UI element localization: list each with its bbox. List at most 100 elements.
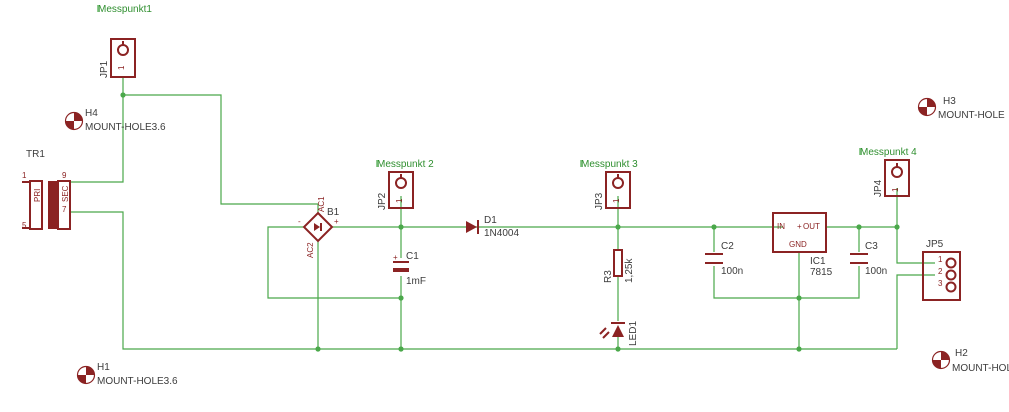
junction [398, 346, 404, 352]
c3-value: 100n [865, 266, 887, 277]
c2-capacitor[interactable]: C2 100n [705, 241, 743, 277]
h2-hole-quadrant-1 [941, 351, 950, 360]
wire-bridge-minus [267, 226, 401, 299]
h3-hole-quadrant-1 [927, 98, 936, 107]
jp5-pin1-circle [945, 257, 957, 269]
tr1-pin5: 5 [22, 221, 27, 230]
led1-triangle [612, 325, 624, 337]
ic1-in: IN [777, 222, 785, 231]
jp5-pin2-circle [945, 269, 957, 281]
tr1-core [48, 181, 57, 229]
jp5-body [922, 251, 961, 301]
jp1-pin-circle [117, 44, 129, 56]
junction [711, 224, 717, 230]
tr1-name: TR1 [26, 149, 45, 160]
d1-name: D1 [484, 215, 497, 226]
jp3-body [605, 171, 631, 209]
c1-value: 1mF [406, 276, 426, 287]
tr1-primary-coil [29, 180, 43, 230]
jp4-body [884, 159, 910, 197]
tr1-sec-label: SEC [61, 185, 70, 202]
wire-ground-rail [70, 211, 897, 350]
jp3-label: Messpunkt 3 [581, 159, 638, 170]
b1-minus: - [298, 217, 301, 226]
ic1-body [772, 212, 827, 253]
h4-name: H4 [85, 108, 98, 119]
c2-name: C2 [721, 241, 734, 252]
jp3-connector[interactable]: 1 JP3 Messpunkt 3 [580, 159, 638, 210]
jp1-connector[interactable]: 1 JP1 Messpunkt1 [97, 4, 152, 78]
b1-diode-symbol [314, 223, 320, 231]
jp5-pin3: 3 [938, 279, 943, 288]
junction [894, 224, 900, 230]
c1-capacitor[interactable]: + C1 1mF [393, 251, 426, 287]
jp5-connector[interactable]: 1 2 3 JP5 [922, 239, 961, 301]
c2-value: 100n [721, 266, 743, 277]
jp5-pin2: 2 [938, 267, 943, 276]
jp2-label: Messpunkt 2 [377, 159, 434, 170]
h4-mount-hole[interactable]: H4 MOUNT-HOLE3.6 [64, 108, 167, 133]
jp4-pin-circle [891, 166, 903, 178]
r3-value: 1,25k [624, 258, 635, 283]
h1-name: H1 [97, 362, 110, 373]
led1-ray-2 [602, 331, 610, 339]
r3-name: R3 [603, 270, 614, 283]
ic1-regulator[interactable]: IN + OUT GND IC1 7815 [772, 212, 833, 278]
jp1-body [110, 38, 136, 78]
h3-value: MOUNT-HOLE [938, 110, 1005, 121]
jp3-pin-circle [612, 177, 624, 189]
jp5-name: JP5 [926, 239, 944, 250]
b1-plus: + [334, 217, 339, 226]
h1-hole-quadrant-2 [77, 375, 86, 384]
h2-mount-hole[interactable]: H2 MOUNT-HOL [931, 348, 1009, 374]
junction [315, 346, 321, 352]
jp4-connector[interactable]: 1 JP4 Messpunkt 4 [859, 147, 917, 197]
jp2-connector[interactable]: 1 JP2 Messpunkt 2 [376, 159, 434, 210]
tr1-transformer[interactable]: 1 5 9 7 PRI SEC TR1 [22, 149, 71, 230]
tr1-pin7: 7 [62, 205, 67, 214]
junction [398, 295, 404, 301]
h3-mount-hole[interactable]: H3 MOUNT-HOLE [917, 96, 1006, 121]
jp2-pin-number: 1 [395, 198, 404, 203]
c3-name: C3 [865, 241, 878, 252]
jp4-name: JP4 [873, 179, 884, 197]
ic1-gnd: GND [789, 240, 807, 249]
junction [120, 92, 126, 98]
jp2-body [388, 171, 414, 209]
wire-jp5-pin2 [896, 274, 935, 349]
jp3-pin-number: 1 [612, 198, 621, 203]
r3-body [613, 249, 623, 277]
r3-resistor[interactable]: R3 1,25k [603, 249, 635, 283]
wires [70, 77, 935, 350]
jp1-pin-number: 1 [117, 65, 126, 70]
junction [796, 295, 802, 301]
h4-hole-quadrant-2 [65, 121, 74, 130]
h1-mount-hole[interactable]: H1 MOUNT-HOLE3.6 [76, 362, 179, 387]
junction [615, 346, 621, 352]
wire-c2-c3-bottom [713, 266, 860, 299]
jp2-pin-circle [395, 177, 407, 189]
junction [615, 224, 621, 230]
h2-name: H2 [955, 348, 968, 359]
d1-diode[interactable]: D1 1N4004 [466, 215, 519, 239]
jp5-pin3-circle [945, 281, 957, 293]
tr1-secondary-coil [57, 180, 71, 230]
tr1-pin1: 1 [22, 171, 27, 180]
jp4-label: Messpunkt 4 [860, 147, 917, 158]
jp5-pin1: 1 [938, 255, 943, 264]
tr1-pin9: 9 [62, 171, 67, 180]
junctions [120, 92, 900, 352]
led1-led[interactable]: LED1 [599, 321, 639, 346]
b1-bridge-rectifier[interactable]: AC1 AC2 + - B1 [298, 196, 340, 258]
jp1-name: JP1 [99, 60, 110, 78]
jp4-pin-number: 1 [891, 187, 900, 192]
b1-ac2: AC2 [306, 242, 315, 258]
led1-name: LED1 [628, 321, 639, 346]
jp3-name: JP3 [594, 192, 605, 210]
ic1-out: OUT [803, 222, 820, 231]
d1-value: 1N4004 [484, 228, 519, 239]
c1-name: C1 [406, 251, 419, 262]
c3-capacitor[interactable]: C3 100n [850, 241, 887, 277]
jp2-name: JP2 [377, 192, 388, 210]
